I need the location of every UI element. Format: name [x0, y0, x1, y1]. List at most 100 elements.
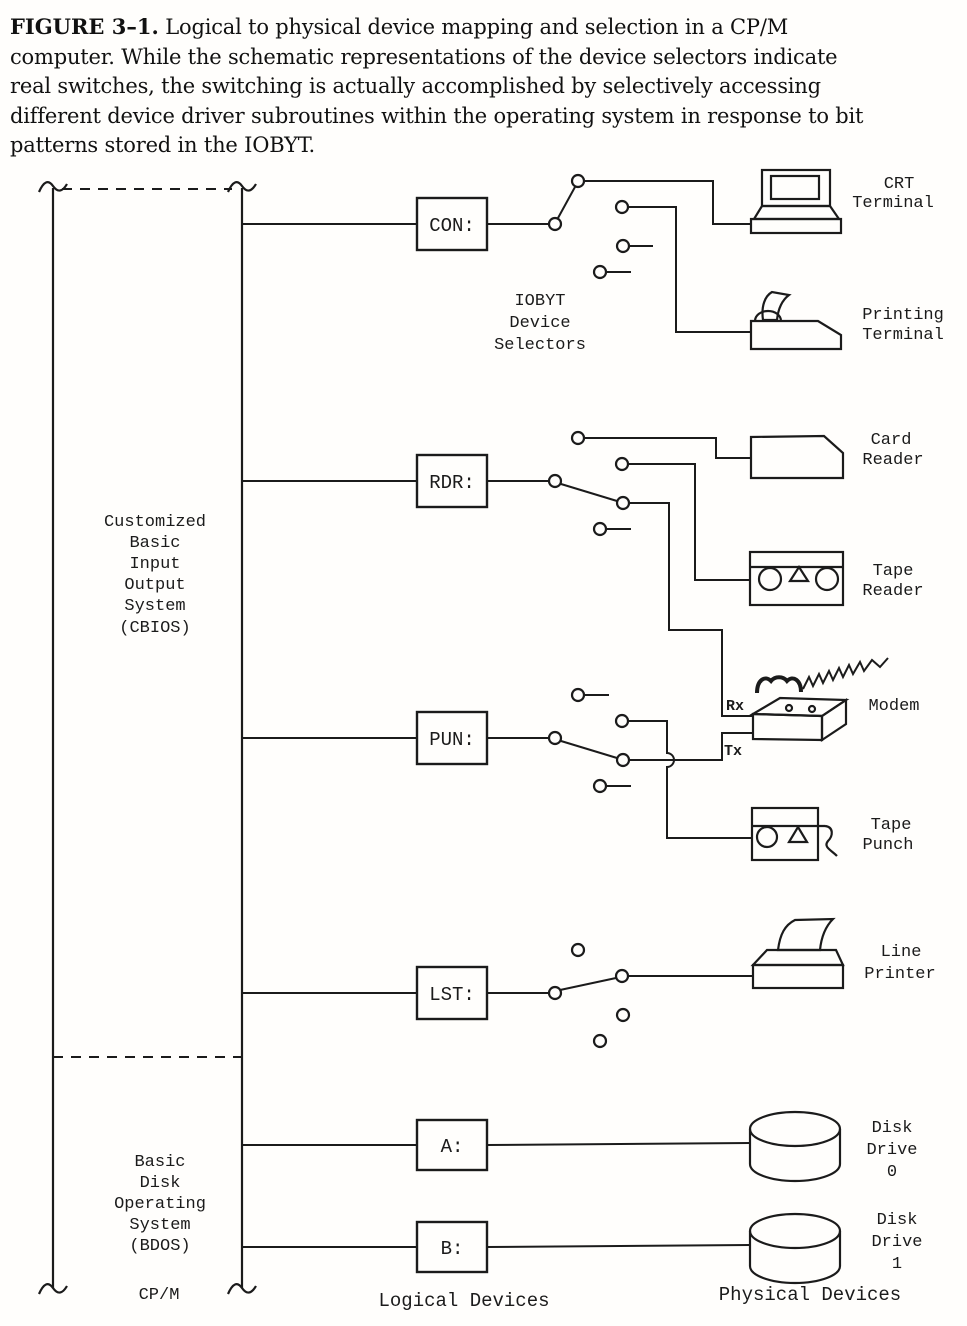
tape-reader-label-2: Reader — [862, 582, 923, 601]
right-rail-bottom-squiggle — [226, 1283, 257, 1295]
con-box-label: CON: — [429, 215, 475, 237]
left-rail-bottom-squiggle — [37, 1283, 68, 1295]
con-contact-3 — [615, 238, 631, 254]
crt-terminal-label-1: CRT — [884, 175, 915, 194]
rdr-row: RDR: — [242, 430, 753, 717]
disk-drive-1-icon — [748, 1212, 842, 1285]
rdr-contact3-wire — [629, 502, 753, 717]
a-box-label: A: — [441, 1136, 464, 1158]
right-rail-top-squiggle — [226, 181, 257, 193]
con-row: CON: — [242, 173, 750, 333]
caption-line-5: patterns stored in the IOBYT. — [10, 133, 315, 157]
lst-contact-1 — [570, 942, 586, 958]
lst-box-label: LST: — [429, 984, 475, 1006]
con-contact-4 — [592, 264, 608, 280]
printing-terminal-label-1: Printing — [862, 306, 944, 325]
printing-terminal-label-2: Terminal — [862, 326, 944, 345]
iobyt-line-2: Device — [509, 314, 570, 333]
modem-icon — [749, 657, 889, 743]
rdr-switch-pivot — [547, 473, 563, 489]
lst-contact-4 — [592, 1033, 608, 1049]
con-switch-arm — [557, 186, 576, 219]
caption-line-3: real switches, the switching is actually… — [10, 74, 821, 98]
rdr-contact-1 — [570, 430, 586, 446]
disk-drive-0-label-3: 0 — [887, 1163, 897, 1182]
tx-signal-label: Tx — [724, 743, 742, 760]
tape-punch-label-1: Tape — [871, 816, 912, 835]
disk-drive-1-label-2: Drive — [871, 1233, 922, 1252]
cbios-line-1: Customized — [104, 513, 206, 532]
rdr-contact-2 — [614, 456, 630, 472]
pun-switch-arm — [560, 740, 618, 759]
rx-signal-label: Rx — [726, 698, 744, 715]
disk-drive-1-label-3: 1 — [892, 1255, 902, 1274]
rdr-box-label: RDR: — [429, 472, 475, 494]
cpm-label: CP/M — [139, 1286, 180, 1305]
physical-devices-column-label: Physical Devices — [719, 1284, 901, 1306]
lst-contact-2 — [614, 968, 630, 984]
cbios-line-4: Output — [124, 576, 185, 595]
drive-a-row: A: — [242, 1118, 751, 1172]
rdr-box — [415, 453, 489, 509]
con-switch-pivot — [547, 216, 563, 232]
con-contact1-wire — [584, 180, 750, 225]
caption-line-4: different device driver subroutines with… — [10, 103, 864, 128]
telephone-handset — [755, 675, 803, 694]
bdos-line-4: System — [129, 1216, 190, 1235]
caption-line-1: FIGURE 3–1. Logical to physical device m… — [10, 12, 960, 43]
cpm-bracket — [37, 181, 257, 1295]
con-contact-2 — [614, 199, 630, 215]
bdos-line-3: Operating — [114, 1195, 206, 1214]
cbios-line-2: Basic — [129, 534, 180, 553]
rdr-contact2-wire — [628, 463, 749, 581]
con-contact-1 — [570, 173, 586, 189]
tape-reader-label-1: Tape — [873, 562, 914, 581]
figure-number: FIGURE 3–1. — [10, 14, 159, 39]
bdos-line-2: Disk — [140, 1174, 181, 1193]
cbios-line-3: Input — [129, 555, 180, 574]
drive-b-row: B: — [242, 1220, 751, 1274]
pun-row: PUN: Rx Tx — [242, 687, 753, 839]
cbios-label: Customized Basic Input Output System (CB… — [104, 513, 206, 638]
tape-reader-icon — [748, 550, 845, 607]
card-reader-label-1: Card — [871, 431, 912, 450]
crt-terminal-icon — [749, 168, 843, 235]
cbios-line-6: (CBIOS) — [119, 619, 190, 638]
punched-tape-curl — [824, 824, 838, 857]
bdos-line-5: (BDOS) — [129, 1237, 190, 1256]
line-printer-label-2: Printer — [864, 965, 935, 984]
iobyt-line-1: IOBYT — [514, 292, 565, 311]
line-printer-label-1: Line — [881, 943, 922, 962]
con-contact2-wire — [628, 206, 750, 333]
figure-caption: FIGURE 3–1. Logical to physical device m… — [10, 12, 960, 161]
bdos-label: Basic Disk Operating System (BDOS) CP/M — [114, 1153, 206, 1305]
handset-coil-cord — [802, 657, 889, 690]
cbios-line-5: System — [124, 597, 185, 616]
rdr-contact-3 — [615, 495, 631, 511]
caption-line-2: computer. While the schematic representa… — [10, 44, 838, 69]
card-reader-icon — [749, 434, 845, 480]
logical-devices-column-label: Logical Devices — [378, 1290, 549, 1312]
rdr-contact1-wire — [584, 437, 751, 459]
pun-box-label: PUN: — [429, 729, 475, 751]
pun-contact-3 — [615, 752, 631, 768]
line-printer-icon — [750, 917, 845, 990]
modem-label: Modem — [868, 697, 919, 716]
lst-switch-arm — [559, 977, 617, 991]
pun-switch-pivot — [547, 730, 563, 746]
printing-terminal-icon — [749, 290, 843, 351]
rdr-contact-4 — [592, 521, 608, 537]
lst-contact-3 — [615, 1007, 631, 1023]
tape-punch-label-2: Punch — [862, 836, 913, 855]
pun-contact-2 — [614, 713, 630, 729]
disk-drive-1-label-1: Disk — [877, 1211, 918, 1230]
pun-contact-4 — [592, 778, 608, 794]
iobyt-selectors-label: IOBYT Device Selectors — [494, 292, 586, 355]
disk-drive-0-label-2: Drive — [866, 1141, 917, 1160]
a-box — [415, 1118, 489, 1172]
bdos-line-1: Basic — [134, 1153, 185, 1172]
pun-contact2-wire — [628, 720, 751, 839]
lst-switch-pivot — [547, 985, 563, 1001]
